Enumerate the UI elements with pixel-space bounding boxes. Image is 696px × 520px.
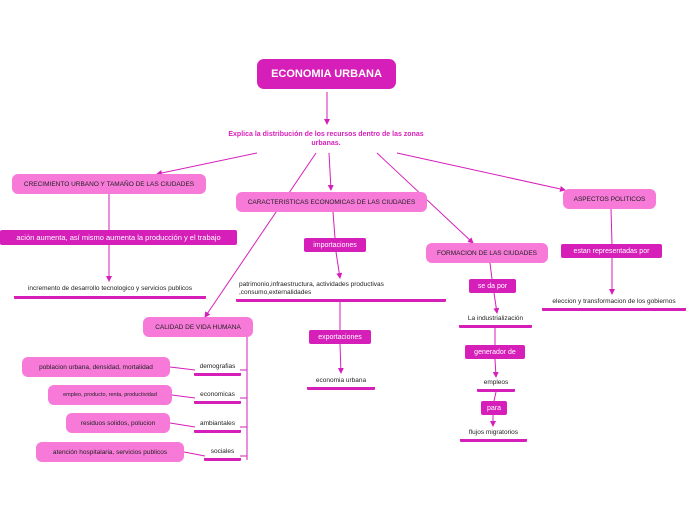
- calidad-label-economicas[interactable]: economicas: [194, 390, 241, 404]
- main-subtitle: Explica la distribución de los recursos …: [228, 131, 424, 147]
- flujos-migratorios-item[interactable]: flujos migratorios: [460, 428, 527, 442]
- calidad-label-ambiantales[interactable]: ambiantales: [194, 419, 241, 433]
- empleos-item[interactable]: empleos: [477, 377, 515, 392]
- calidad-node[interactable]: CALIDAD DE VIDA HUMANA: [143, 317, 253, 337]
- importaciones-connector[interactable]: importaciones: [304, 238, 366, 252]
- calidad-detail-ambiantales[interactable]: residuos solidos, polucion: [66, 413, 170, 433]
- exportaciones-connector[interactable]: exportaciones: [309, 330, 371, 344]
- calidad-detail-demografias[interactable]: poblacion urbana, densidad, mortalidad: [22, 357, 170, 377]
- calidad-detail-economicas[interactable]: empleo, producto, renta, productividad: [48, 385, 172, 405]
- formacion-node[interactable]: FORMACION DE LAS CIUDADES: [426, 243, 548, 263]
- crecimiento-connector[interactable]: ación aumenta, así mismo aumenta la prod…: [0, 230, 237, 245]
- para-connector[interactable]: para: [481, 401, 507, 415]
- representadas-connector[interactable]: estan representadas por: [561, 244, 662, 258]
- crecimiento-result[interactable]: incremento de desarrollo tecnologico y s…: [14, 283, 206, 299]
- industrializacion-item[interactable]: La industrialización: [459, 314, 532, 328]
- root-node[interactable]: ECONOMIA URBANA: [257, 59, 396, 89]
- crecimiento-node[interactable]: CRECIMIENTO URBANO Y TAMAÑO DE LAS CIUDA…: [12, 174, 206, 194]
- economia-urbana-item[interactable]: economia urbana: [307, 375, 375, 390]
- caracteristicas-node[interactable]: CARACTERISTICAS ECONOMICAS DE LAS CIUDAD…: [236, 192, 427, 212]
- calidad-label-sociales[interactable]: sociales: [204, 447, 241, 461]
- politicos-node[interactable]: ASPECTOS POLITICOS: [563, 189, 656, 209]
- calidad-detail-sociales[interactable]: atención hospitalaria, servicios publico…: [36, 442, 184, 462]
- calidad-label-demografias[interactable]: demografias: [194, 362, 241, 376]
- gobiernos-item[interactable]: eleccion y transformacion de los gobiern…: [542, 296, 686, 311]
- se-da-por-connector[interactable]: se da por: [469, 279, 516, 293]
- generador-de-connector[interactable]: generador de: [465, 345, 525, 359]
- patrimonio-item[interactable]: patrimonio,infraestructura, actividades …: [236, 280, 446, 302]
